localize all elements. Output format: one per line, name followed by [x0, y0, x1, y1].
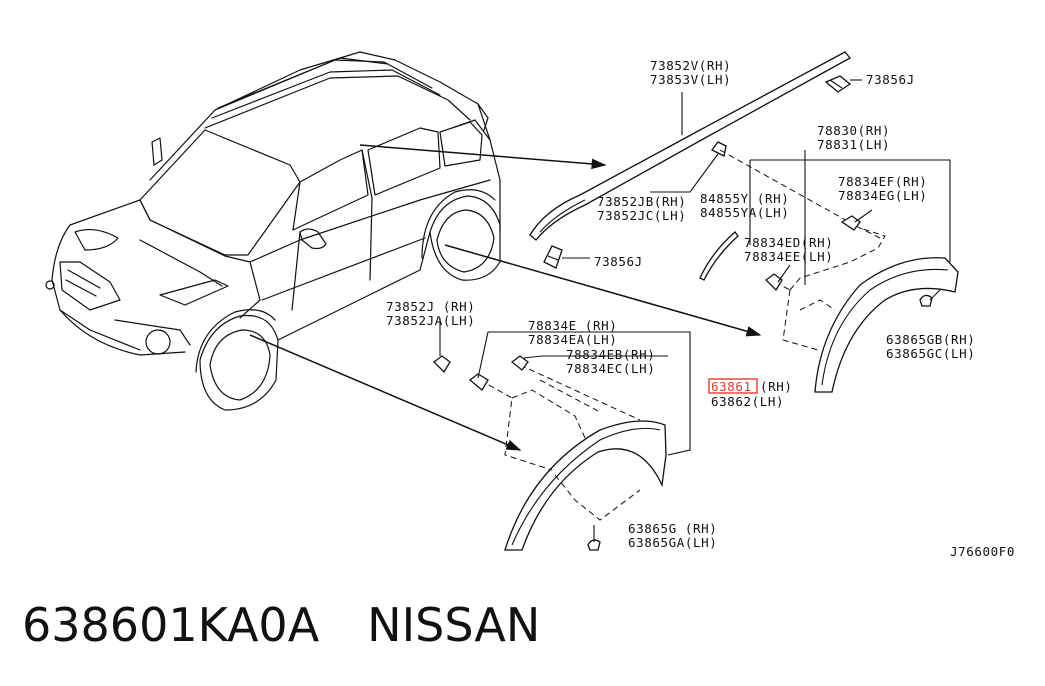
- label-78834eb: 78834EB(RH): [566, 347, 655, 362]
- label-78830: 78830(RH): [817, 123, 890, 138]
- label-78834ec: 78834EC(LH): [566, 361, 655, 376]
- label-78834ea: 78834EA(LH): [528, 332, 617, 347]
- label-78834ed: 78834ED(RH): [744, 235, 833, 250]
- brand-name: NISSAN: [367, 598, 541, 652]
- label-63861-rh: (RH): [760, 379, 793, 394]
- label-63865gc: 63865GC(LH): [886, 346, 975, 361]
- highlight-box: [708, 378, 758, 394]
- label-78834ee: 78834EE(LH): [744, 249, 833, 264]
- front-arch-molding: [433, 318, 691, 551]
- label-63862: 63862(LH): [711, 394, 784, 409]
- label-73852ja: 73852JA(LH): [386, 313, 475, 328]
- part-number: 638601KA0A: [22, 598, 320, 652]
- part-caption: 638601KA0A NISSAN: [22, 598, 540, 652]
- roof-molding: [529, 51, 862, 269]
- label-73856j-lower: 73856J: [594, 254, 643, 269]
- label-78834eg: 78834EG(LH): [838, 188, 927, 203]
- label-63861-highlight: 63861: [711, 379, 752, 394]
- label-84855y: 84855Y (RH): [700, 191, 789, 206]
- diagram-code: J76600F0: [950, 544, 1015, 559]
- parts-diagram: 73852V(RH) 73853V(LH) 73856J 78830(RH) 7…: [45, 51, 1015, 559]
- label-73852j: 73852J (RH): [386, 299, 475, 314]
- label-78831: 78831(LH): [817, 137, 890, 152]
- car-illustration: [45, 51, 501, 411]
- label-73853v: 73853V(LH): [650, 72, 731, 87]
- label-63865gb: 63865GB(RH): [886, 332, 975, 347]
- label-73852v: 73852V(RH): [650, 58, 731, 73]
- label-78834ef: 78834EF(RH): [838, 174, 927, 189]
- rear-arch-molding: [699, 149, 959, 393]
- label-63865g: 63865G (RH): [628, 521, 717, 536]
- label-78834e: 78834E (RH): [528, 318, 617, 333]
- label-73852jc: 73852JC(LH): [597, 208, 686, 223]
- label-63865ga: 63865GA(LH): [628, 535, 717, 550]
- label-73856j-upper: 73856J: [866, 72, 915, 87]
- callout-arrows: [249, 144, 762, 451]
- label-73852jb: 73852JB(RH): [597, 194, 686, 209]
- label-84855ya: 84855YA(LH): [700, 205, 789, 220]
- part-labels: 73852V(RH) 73853V(LH) 73856J 78830(RH) 7…: [386, 58, 1015, 559]
